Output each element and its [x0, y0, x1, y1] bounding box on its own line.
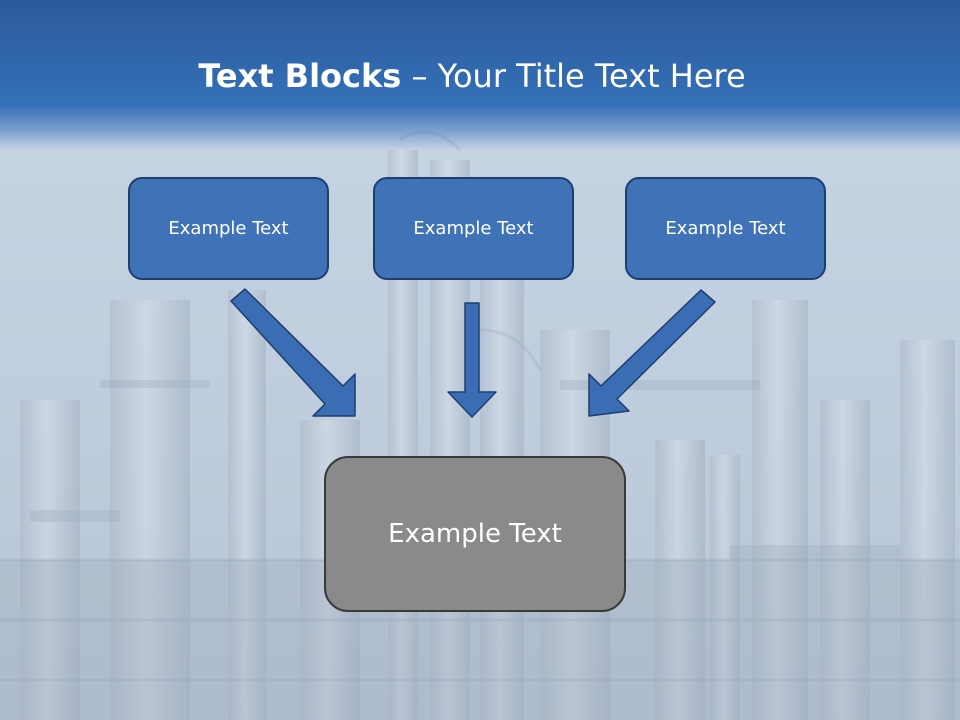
center-text-block[interactable]: Example Text	[324, 456, 626, 612]
text-block-3-label: Example Text	[665, 218, 786, 239]
arrow-middle	[447, 302, 497, 418]
arrow-left	[230, 288, 356, 417]
text-block-2-label: Example Text	[413, 218, 534, 239]
title-band	[0, 0, 960, 150]
text-block-3[interactable]: Example Text	[625, 177, 826, 280]
center-text-block-label: Example Text	[388, 519, 562, 549]
text-block-2[interactable]: Example Text	[373, 177, 574, 280]
arrow-right	[588, 289, 716, 417]
text-block-1[interactable]: Example Text	[128, 177, 329, 280]
title-bold-part: Text Blocks	[198, 57, 402, 95]
slide-title: Text Blocks – Your Title Text Here	[0, 54, 944, 98]
title-rest-part: – Your Title Text Here	[401, 57, 746, 95]
text-block-1-label: Example Text	[168, 218, 289, 239]
